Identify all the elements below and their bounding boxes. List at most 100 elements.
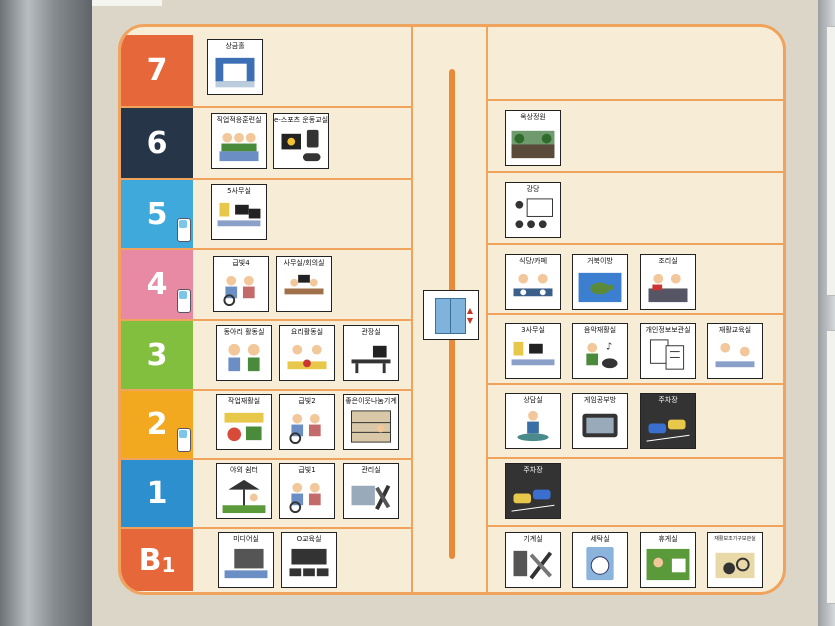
floor-label-6: 6 <box>121 108 193 178</box>
game-study-icon <box>582 413 618 438</box>
sharing-shelf-icon <box>351 410 391 443</box>
water-dispenser-icon <box>177 289 191 313</box>
floor-label-5: 5 <box>121 180 193 248</box>
room-card: 작업재활실 <box>216 394 272 450</box>
kitchen-icon <box>648 273 688 303</box>
classroom-icon <box>289 548 329 577</box>
elevator-door <box>435 298 451 334</box>
divider <box>486 383 783 385</box>
divider <box>121 319 411 321</box>
room-card: 옥상정원 <box>505 110 561 166</box>
svg-text:♪: ♪ <box>606 342 612 353</box>
office-icon <box>511 341 555 366</box>
room-card: 재활보조기구보관실 <box>707 532 763 588</box>
washing-machine-icon <box>586 546 614 581</box>
divider <box>486 313 783 315</box>
room-card: 미디어실 <box>218 532 274 588</box>
care-room-icon <box>289 413 321 445</box>
club-activity-icon <box>228 343 260 372</box>
counseling-icon <box>517 410 549 442</box>
divider <box>486 171 783 173</box>
room-card: 관장실 <box>343 325 399 381</box>
floor-number: 7 <box>146 53 168 88</box>
adjacent-sign <box>826 330 835 604</box>
room-card: 식당/카페 <box>505 254 561 310</box>
lounge-icon <box>646 548 690 581</box>
machine-room-icon <box>513 550 553 580</box>
parking-icon <box>646 419 690 442</box>
sticker <box>92 0 162 6</box>
floor-number: B <box>138 542 162 578</box>
floor-number: 3 <box>146 337 168 373</box>
floor-number: 1 <box>146 476 168 511</box>
room-card: 5사무실 <box>211 184 267 240</box>
floor-label-1: 1 <box>121 460 193 527</box>
hall-icon <box>215 57 255 88</box>
meeting-room-icon <box>284 274 324 295</box>
room-card: 휴게실 <box>640 532 696 588</box>
room-card: 요리활동실 <box>279 325 335 381</box>
divider <box>486 27 488 592</box>
water-dispenser-icon <box>177 428 191 452</box>
down-arrow-icon: ▼ <box>466 316 473 325</box>
care-room-icon <box>223 275 255 307</box>
room-card: 거북이방 <box>572 254 628 310</box>
divider <box>486 457 783 459</box>
room-card: 음악재활실 ♪ <box>572 323 628 379</box>
floor-number: 5 <box>146 196 168 232</box>
room-card: 사무실/회의실 <box>276 256 332 312</box>
room-card: O교육실 <box>281 532 337 588</box>
records-room-icon <box>649 339 685 370</box>
room-card: 좋은이웃나눔기계 <box>343 394 399 450</box>
room-card: 기계실 <box>505 532 561 588</box>
care-room-icon <box>289 482 321 514</box>
elevator-door <box>450 298 466 334</box>
adjacent-sign <box>826 26 835 296</box>
vocational-rehab-icon <box>224 412 264 442</box>
assistive-device-storage-icon <box>715 552 755 579</box>
elevator-icon: ▲ ▼ <box>423 290 479 340</box>
divider <box>121 389 411 391</box>
maintenance-icon <box>351 484 391 511</box>
floor-label-2: 2 <box>121 391 193 458</box>
room-card: 재활교육실 <box>707 323 763 379</box>
floor-number: 6 <box>146 125 168 161</box>
music-therapy-icon: ♪ <box>586 342 618 369</box>
elevator-door-frame <box>0 0 92 626</box>
room-card: 동아리 활동실 <box>216 325 272 381</box>
divider <box>486 243 783 245</box>
room-card: 주차장 <box>640 393 696 449</box>
floor-label-7: 7 <box>121 35 193 106</box>
rehab-education-icon <box>715 342 755 368</box>
divider <box>121 106 411 108</box>
media-room-icon <box>224 548 268 579</box>
room-card: 3사무실 <box>505 323 561 379</box>
room-card: 급빛4 <box>213 256 269 312</box>
room-card: 주차장 <box>505 463 561 519</box>
auditorium-icon <box>515 198 553 229</box>
room-card: 게임공부방 <box>572 393 628 449</box>
divider <box>486 525 783 527</box>
cafeteria-icon <box>513 273 553 297</box>
room-card: 관리실 <box>343 463 399 519</box>
room-card: 상담실 <box>505 393 561 449</box>
up-arrow-icon: ▲ <box>466 306 473 315</box>
floor-label-3: 3 <box>121 321 193 389</box>
office-icon <box>217 202 261 227</box>
room-card: 야외 쉼터 <box>216 463 272 519</box>
room-card: 직업적응훈련실 <box>211 113 267 169</box>
divider <box>121 178 411 180</box>
divider <box>486 99 783 101</box>
room-card: 개인정보보관실 <box>640 323 696 379</box>
divider <box>411 27 413 592</box>
training-icon <box>219 132 259 162</box>
garden-icon <box>511 130 555 159</box>
room-card: 세탁실 <box>572 532 628 588</box>
director-office-icon <box>351 345 391 374</box>
parking-icon <box>511 489 555 512</box>
esports-icon <box>281 129 321 162</box>
cooking-icon <box>287 344 327 370</box>
water-dispenser-icon <box>177 218 191 242</box>
